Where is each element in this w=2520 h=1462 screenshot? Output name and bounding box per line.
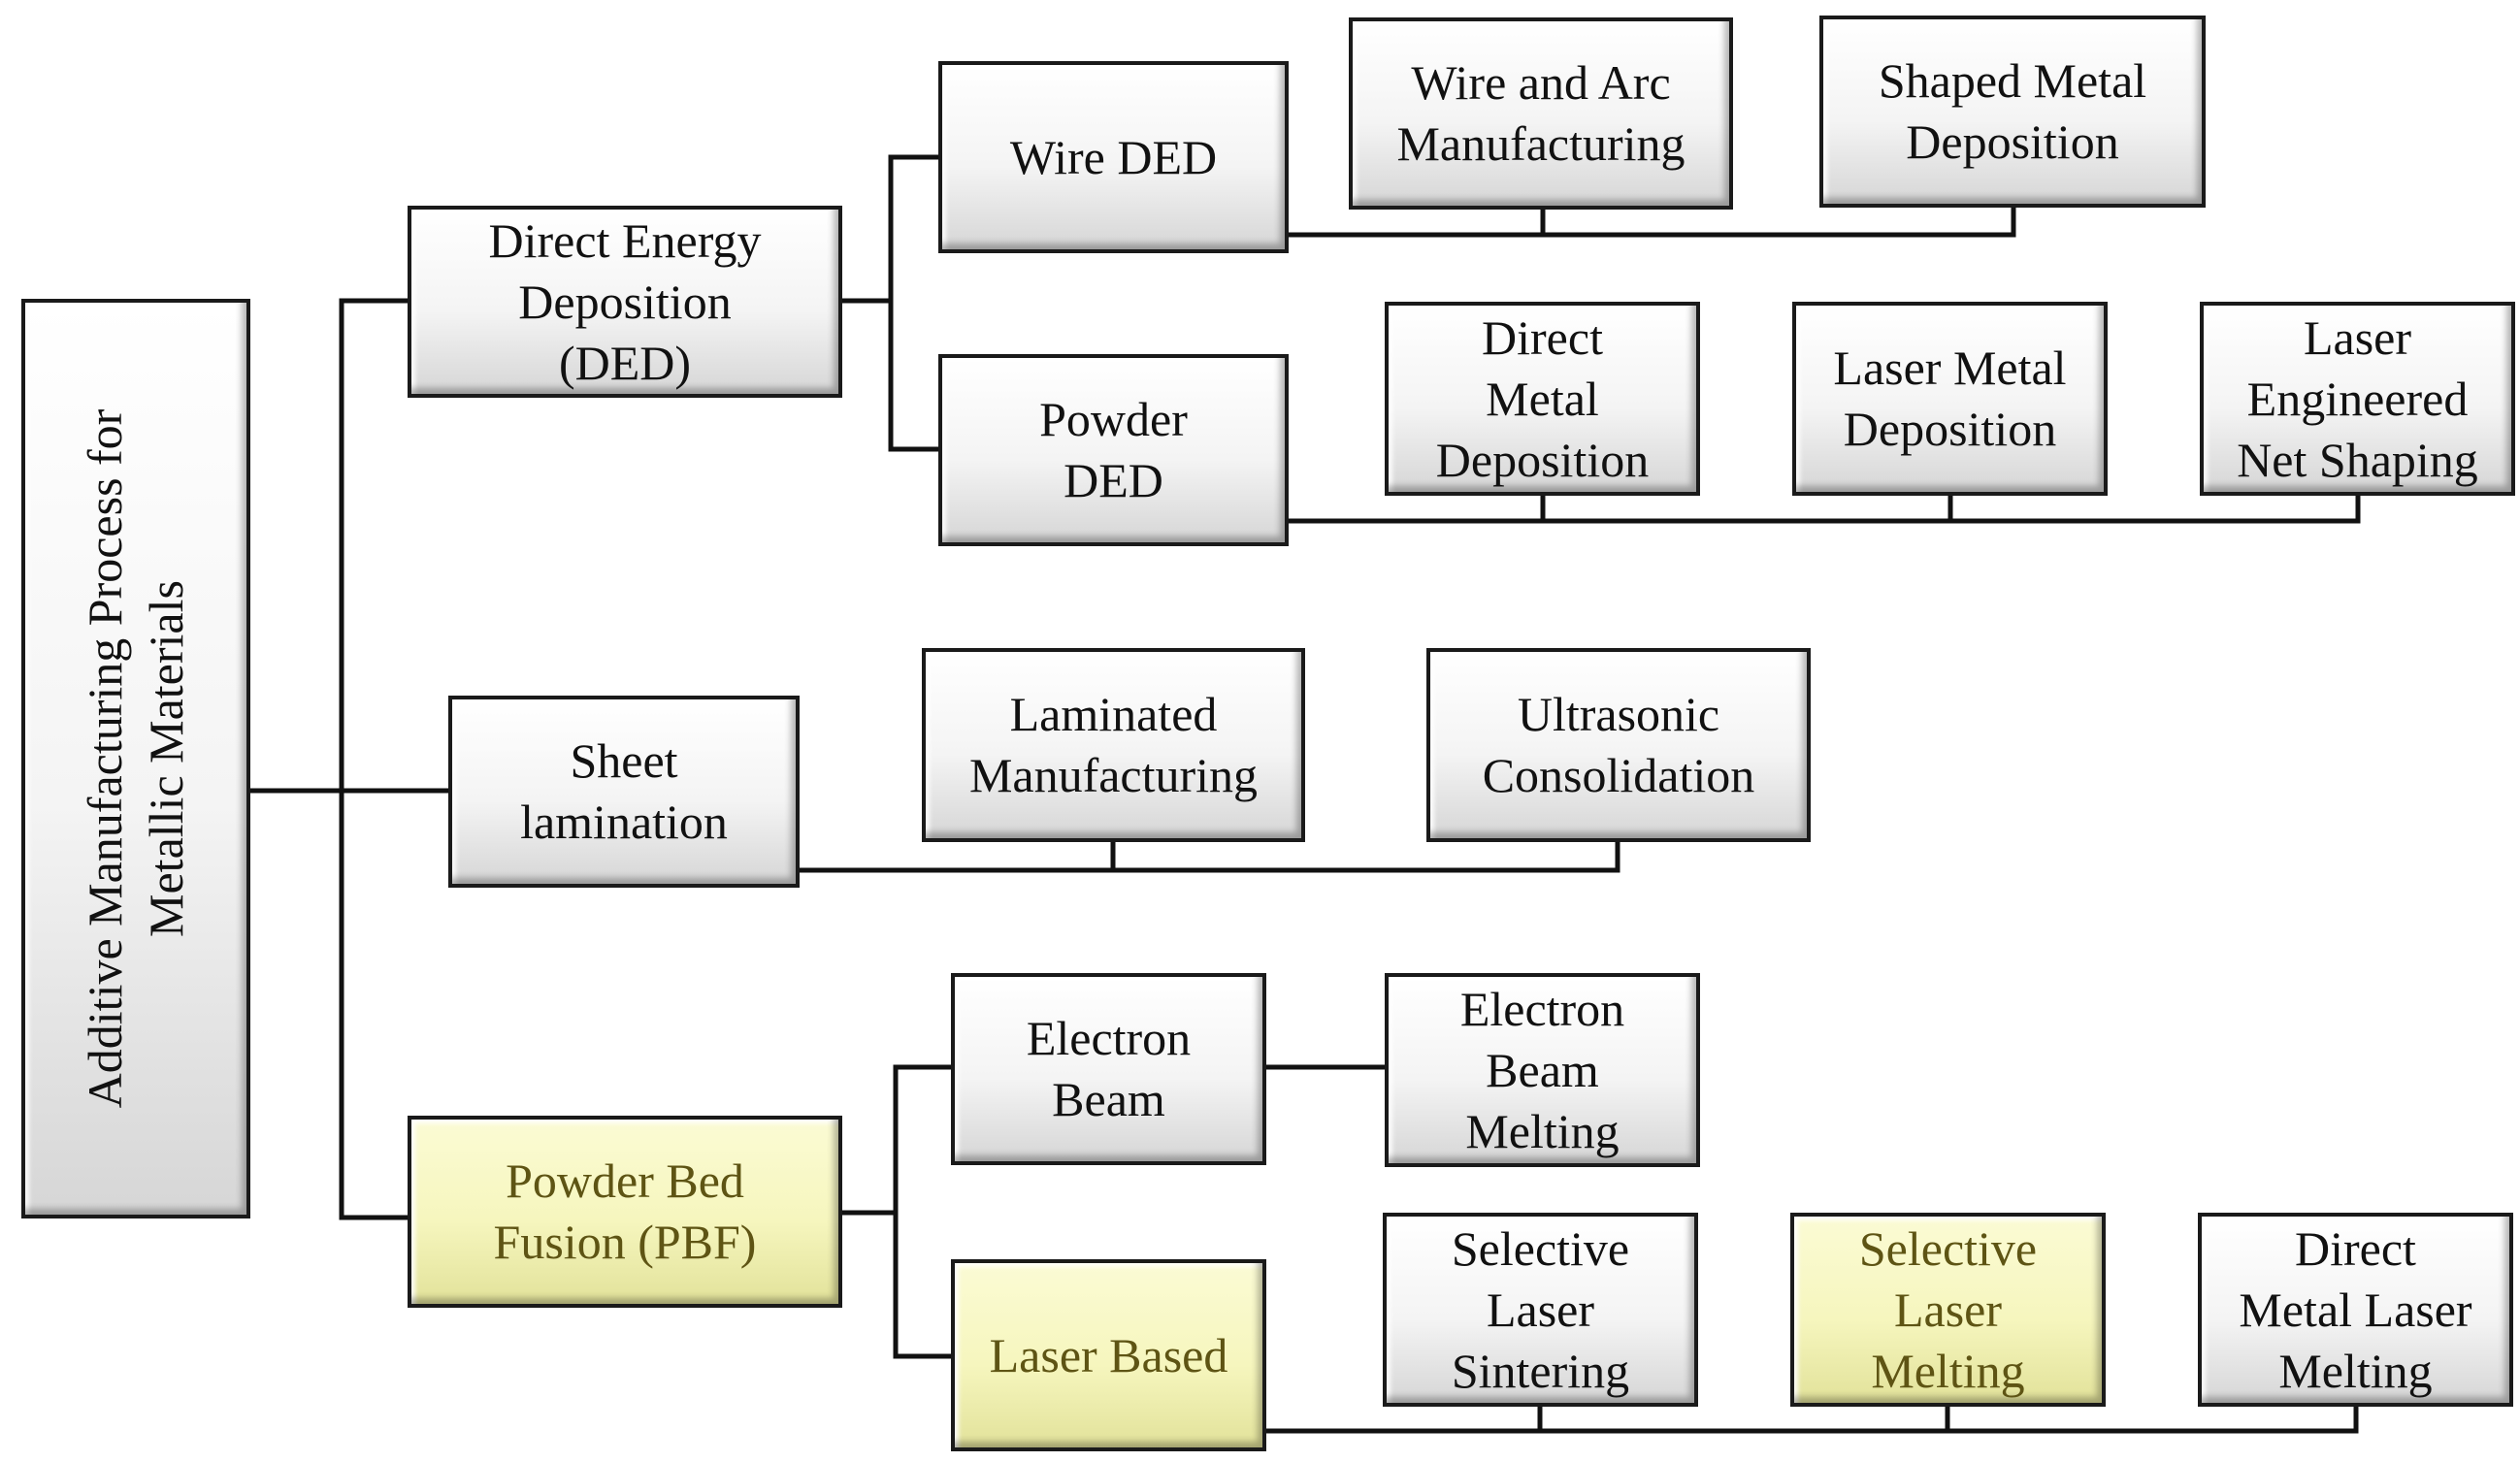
node-direct-metal-deposition: Direct Metal Deposition [1385,302,1700,496]
node-ultrasonic-consolidation-label: Ultrasonic Consolidation [1482,687,1755,802]
node-laminated-manufacturing-label: Laminated Manufacturing [968,687,1259,802]
node-selective-laser-melting: Selective Laser Melting [1790,1213,2106,1407]
node-powder-bed-fusion: Powder Bed Fusion (PBF) [408,1116,842,1308]
node-direct-metal-laser-melting-label: Direct Metal Laser Melting [2239,1220,2472,1398]
node-laser-based: Laser Based [951,1259,1266,1451]
node-wire-ded-label: Wire DED [1009,129,1218,184]
node-electron-beam-melting-label: Electron Beam Melting [1459,981,1625,1158]
root-node-label: Additive Manufacturing Process for Metal… [78,408,193,1109]
node-laser-engineered-net-shaping: Laser Engineered Net Shaping [2200,302,2515,496]
node-electron-beam-melting: Electron Beam Melting [1385,973,1700,1167]
root-node: Additive Manufacturing Process for Metal… [21,299,250,1218]
node-direct-metal-laser-melting: Direct Metal Laser Melting [2198,1213,2513,1407]
node-direct-energy-deposition-label: Direct Energy Deposition (DED) [488,212,762,390]
node-laser-engineered-net-shaping-label: Laser Engineered Net Shaping [2237,309,2478,487]
node-electron-beam-label: Electron Beam [1026,1011,1192,1126]
node-direct-metal-deposition-label: Direct Metal Deposition [1435,309,1650,487]
node-wire-and-arc-manufacturing-label: Wire and Arc Manufacturing [1396,55,1685,171]
node-laser-metal-deposition-label: Laser Metal Deposition [1833,341,2067,456]
node-sheet-lamination-label: Sheet lamination [520,733,728,849]
node-wire-and-arc-manufacturing: Wire and Arc Manufacturing [1349,17,1733,210]
node-powder-bed-fusion-label: Powder Bed Fusion (PBF) [493,1153,757,1269]
node-selective-laser-sintering-label: Selective Laser Sintering [1451,1220,1630,1398]
node-wire-ded: Wire DED [938,61,1289,253]
node-selective-laser-sintering: Selective Laser Sintering [1383,1213,1698,1407]
node-powder-ded: Powder DED [938,354,1289,546]
node-direct-energy-deposition: Direct Energy Deposition (DED) [408,206,842,398]
node-powder-ded-label: Powder DED [1039,392,1188,507]
node-sheet-lamination: Sheet lamination [448,696,800,888]
node-electron-beam: Electron Beam [951,973,1266,1165]
node-laser-based-label: Laser Based [989,1327,1228,1382]
node-ultrasonic-consolidation: Ultrasonic Consolidation [1426,648,1811,842]
node-selective-laser-melting-label: Selective Laser Melting [1858,1220,2038,1398]
node-laminated-manufacturing: Laminated Manufacturing [922,648,1305,842]
node-shaped-metal-deposition: Shaped Metal Deposition [1819,16,2206,208]
node-laser-metal-deposition: Laser Metal Deposition [1792,302,2108,496]
node-shaped-metal-deposition-label: Shaped Metal Deposition [1878,53,2147,169]
